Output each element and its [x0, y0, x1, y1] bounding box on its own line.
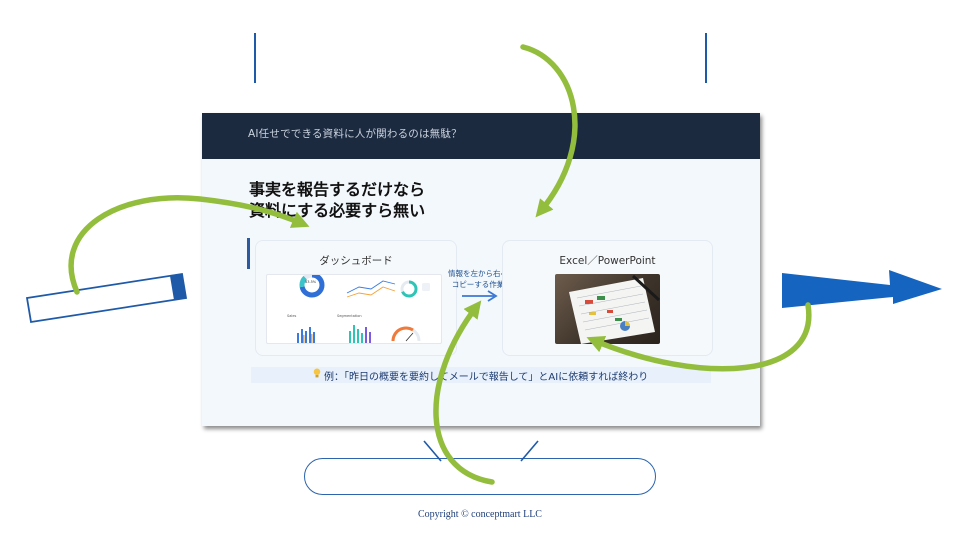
slide: AI任せでできる資料に人が関わるのは無駄？ 事実を報告するだけなら 資料にする必… — [202, 113, 760, 426]
copy-label-line-1: 情報を左から右へ — [448, 269, 508, 278]
bottom-line-left — [423, 440, 442, 462]
sales-label: Sales — [287, 314, 296, 318]
bottom-line-right — [520, 440, 539, 462]
example-text: 例：「昨日の概要を要約してメールで報告して」とAIに依頼すれば終わり — [324, 372, 649, 383]
green-arrow-bottom — [433, 300, 495, 485]
slide-header: AI任せでできる資料に人が関わるのは無駄？ — [202, 113, 760, 159]
copy-label-line-2: コピーする作業 — [451, 280, 505, 289]
dashboard-card: ダッシュボード 83.5% Sales Se — [255, 240, 457, 356]
green-arrow-left — [68, 195, 310, 295]
kpi-label: 83.5% — [305, 280, 317, 284]
headline-line-1: 事実を報告するだけなら — [249, 180, 426, 199]
accent-bar — [247, 238, 250, 269]
excel-powerpoint-card-title: Excel／PowerPoint — [559, 255, 656, 267]
dashboard-thumbnail: 83.5% Sales Segmentation — [266, 274, 442, 344]
green-arrow-right — [586, 302, 812, 372]
report-photo-illustration — [569, 274, 660, 344]
big-blue-arrow — [782, 270, 942, 308]
report-photo — [555, 274, 660, 344]
top-bracket-outline — [254, 33, 707, 83]
left-blue-bar-outline — [25, 272, 188, 324]
copyright: Copyright © conceptmart LLC — [418, 509, 542, 520]
dashboard-illustration: 83.5% Sales Segmentation — [287, 275, 430, 343]
slide-header-text: AI任せでできる資料に人が関わるのは無駄？ — [248, 128, 462, 140]
copy-work-label: 情報を左から右へ コピーする作業 — [443, 268, 513, 290]
dashboard-card-title: ダッシュボード — [319, 255, 393, 267]
example-strip — [251, 367, 711, 383]
segments-label: Segmentation — [337, 314, 362, 318]
lightbulb-icon — [313, 368, 321, 378]
excel-powerpoint-card: Excel／PowerPoint — [502, 240, 713, 356]
green-arrow-top — [520, 44, 578, 218]
right-arrow-icon — [462, 290, 498, 302]
